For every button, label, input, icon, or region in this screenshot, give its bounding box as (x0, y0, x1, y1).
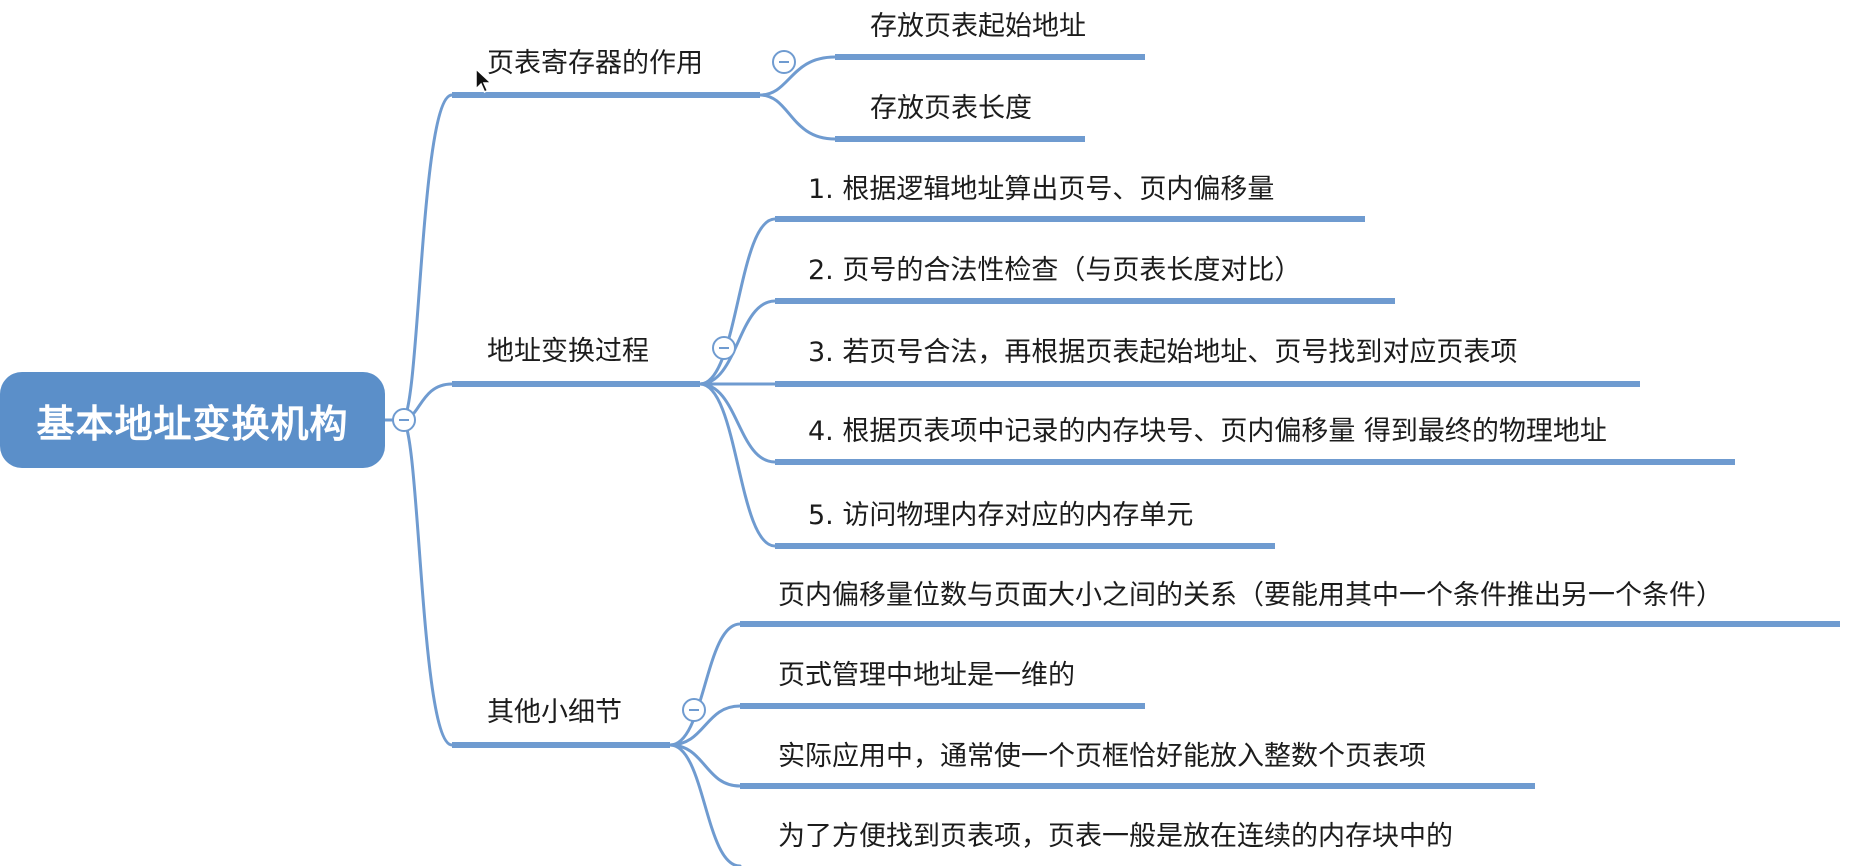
root-node[interactable]: 基本地址变换机构 (0, 372, 385, 468)
leaf-node[interactable]: 4. 根据页表项中记录的内存块号、页内偏移量 得到最终的物理地址 (808, 416, 1607, 447)
collapse-minus-icon[interactable] (772, 50, 796, 74)
leaf-node[interactable]: 存放页表长度 (870, 93, 1032, 124)
leaf-node[interactable]: 为了方便找到页表项，页表一般是放在连续的内存块中的 (778, 821, 1453, 852)
leaf-node[interactable]: 1. 根据逻辑地址算出页号、页内偏移量 (808, 174, 1275, 205)
leaf-node[interactable]: 3. 若页号合法，再根据页表起始地址、页号找到对应页表项 (808, 337, 1518, 368)
leaf-node[interactable]: 页内偏移量位数与页面大小之间的关系（要能用其中一个条件推出另一个条件） (778, 580, 1723, 611)
leaf-node[interactable]: 5. 访问物理内存对应的内存单元 (808, 500, 1194, 531)
mouse-pointer-icon (475, 68, 493, 94)
branch-page-table-register[interactable]: 页表寄存器的作用 (487, 48, 703, 79)
branch-address-translation[interactable]: 地址变换过程 (487, 336, 649, 367)
leaf-node[interactable]: 实际应用中，通常使一个页框恰好能放入整数个页表项 (778, 741, 1426, 772)
collapse-minus-icon[interactable] (682, 698, 706, 722)
leaf-node[interactable]: 存放页表起始地址 (870, 11, 1086, 42)
collapse-minus-icon[interactable] (392, 408, 416, 432)
leaf-node[interactable]: 页式管理中地址是一维的 (778, 660, 1075, 691)
branch-other-details[interactable]: 其他小细节 (487, 697, 622, 728)
leaf-node[interactable]: 2. 页号的合法性检查（与页表长度对比） (808, 255, 1302, 286)
collapse-minus-icon[interactable] (712, 336, 736, 360)
